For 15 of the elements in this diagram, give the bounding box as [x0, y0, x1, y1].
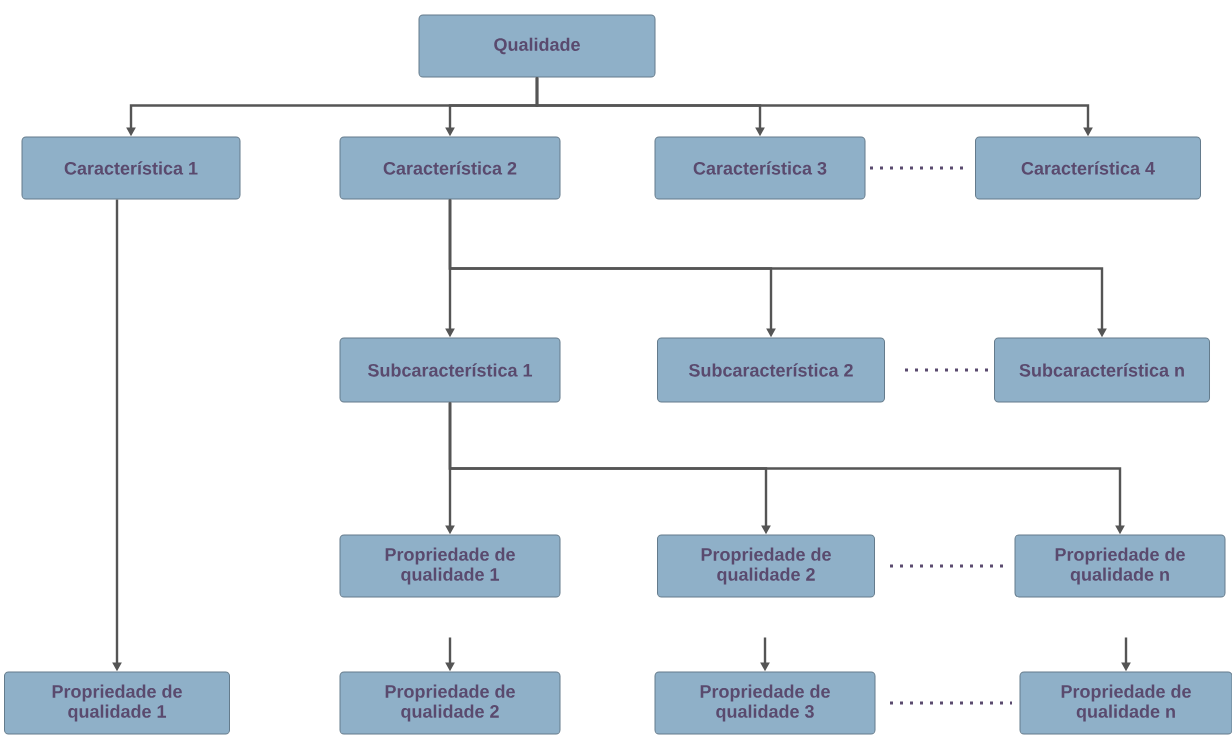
process-box: Propriedade de qualidade n [1014, 534, 1226, 598]
process-box: Propriedade de qualidade 1 [339, 534, 561, 598]
process-box: Propriedade de qualidade 3 [654, 671, 876, 735]
process-box: Propriedade de qualidade 1 [4, 671, 230, 735]
process-box: Característica 4 [975, 136, 1201, 200]
process-box: Subcaracterística n [994, 337, 1210, 403]
process-box: Propriedade de qualidade 2 [339, 671, 561, 735]
process-box: Subcaracterística 2 [657, 337, 885, 403]
process-box: Característica 1 [21, 136, 241, 200]
process-box: Propriedade de qualidade 2 [657, 534, 875, 598]
process-box: Propriedade de qualidade n [1019, 671, 1232, 735]
process-box: Característica 3 [654, 136, 866, 200]
process-box: Qualidade [418, 14, 656, 78]
process-box: Subcaracterística 1 [339, 337, 561, 403]
process-box: Característica 2 [339, 136, 561, 200]
